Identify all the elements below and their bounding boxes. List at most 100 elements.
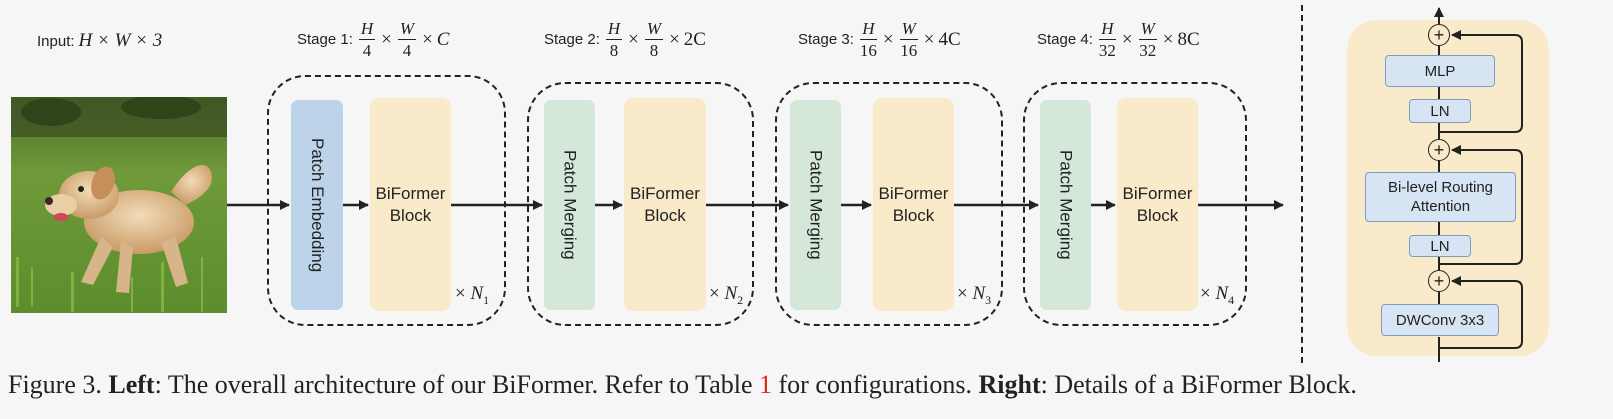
times-symbol: × (923, 28, 935, 50)
frac-numerator: W (397, 19, 417, 40)
frac-numerator: W (899, 19, 918, 40)
times-symbol: × (669, 28, 680, 50)
biformer-block-label-line2: Block (389, 205, 432, 225)
mlp-label: MLP (1424, 62, 1456, 80)
stage-1-label-text: Stage 1: (297, 31, 353, 48)
mlp-box: MLP (1385, 55, 1495, 87)
caption-right-text: : Details of a BiFormer Block. (1040, 370, 1357, 399)
caption-right-bold: Right (978, 370, 1041, 399)
plus-symbol: + (1433, 25, 1445, 45)
repeat-var: N (470, 283, 484, 304)
biformer-block-label-line1: BiFormer (878, 183, 949, 203)
times-symbol: × (1200, 283, 1211, 304)
caption-left-bold: Left (108, 370, 155, 399)
frac-numerator: H (860, 19, 877, 40)
patch-merging-block-stage-3: Patch Merging (790, 100, 841, 310)
biformer-block-label-line1: BiFormer (1122, 183, 1193, 203)
frac-denominator: 32 (1139, 41, 1157, 60)
times-symbol: × (381, 28, 392, 50)
biformer-block-label-line2: Block (892, 205, 935, 225)
repeat-sub: 4 (1228, 292, 1235, 307)
add-icon-top: + (1428, 24, 1450, 46)
repeat-var: N (724, 283, 738, 304)
patch-merging-label: Patch Merging (806, 150, 826, 260)
stage-3-channels: 4C (938, 28, 961, 50)
times-symbol: × (957, 283, 968, 304)
stage-1-channels: C (436, 28, 450, 50)
patch-merging-label: Patch Merging (1056, 150, 1076, 260)
repeat-var: N (1215, 283, 1229, 304)
caption-table-ref[interactable]: 1 (759, 370, 772, 399)
stage-2-label-text: Stage 2: (544, 31, 600, 48)
patch-merging-block-stage-2: Patch Merging (544, 100, 595, 310)
bra-label-line2: Attention (1410, 198, 1471, 215)
patch-merging-label: Patch Merging (560, 150, 580, 260)
frac-numerator: W (1138, 19, 1157, 40)
dwconv-box: DWConv 3x3 (1381, 304, 1499, 336)
times-symbol: × (882, 28, 894, 50)
stage-2-channels: 2C (683, 28, 706, 50)
dog-photo-illustration (11, 97, 227, 313)
frac-denominator: 8 (649, 41, 659, 60)
times-symbol: × (1121, 28, 1133, 50)
ln-top-label: LN (1430, 102, 1450, 120)
frac-numerator: W (644, 19, 664, 40)
biformer-block-label-line2: Block (1136, 205, 1179, 225)
caption-mid-text: for configurations. (772, 370, 979, 399)
ln-top-box: LN (1409, 99, 1471, 123)
plus-symbol: + (1433, 140, 1445, 160)
frac-denominator: 4 (402, 41, 412, 60)
frac-numerator: H (1099, 19, 1116, 40)
bra-label-line1: Bi-level Routing (1387, 179, 1494, 196)
dwconv-label: DWConv 3x3 (1395, 311, 1485, 329)
input-label: Input: H × W × 3 (37, 30, 162, 52)
separator-line (1301, 5, 1303, 363)
repeat-sub: 1 (483, 292, 490, 307)
add-icon-middle: + (1428, 139, 1450, 161)
stage-4-label-text: Stage 4: (1037, 31, 1093, 48)
times-symbol: × (628, 28, 639, 50)
plus-symbol: + (1433, 271, 1445, 291)
stage-4-repeat: × N4 (1200, 283, 1234, 308)
frac-numerator: H (605, 19, 623, 40)
frac-denominator: 32 (1098, 41, 1116, 60)
frac-denominator: 16 (859, 41, 877, 60)
ln-bottom-box: LN (1409, 235, 1471, 257)
repeat-sub: 3 (985, 292, 992, 307)
biformer-block-label-line1: BiFormer (375, 183, 446, 203)
stage-4-channels: 8C (1177, 28, 1200, 50)
input-image (11, 97, 227, 313)
patch-merging-block-stage-4: Patch Merging (1040, 100, 1091, 310)
frac-denominator: 16 (900, 41, 918, 60)
stage-2-repeat: × N2 (709, 283, 743, 308)
frac-denominator: 8 (609, 41, 619, 60)
caption-left-text: : The overall architecture of our BiForm… (154, 370, 759, 399)
add-icon-bottom: + (1428, 270, 1450, 292)
figure-caption: Figure 3. Left: The overall architecture… (8, 370, 1357, 400)
times-symbol: × (709, 283, 720, 304)
frac-numerator: H (358, 19, 376, 40)
repeat-sub: 2 (737, 292, 744, 307)
caption-prefix: Figure 3. (8, 370, 109, 399)
ln-bottom-label: LN (1430, 237, 1450, 255)
patch-embedding-label: Patch Embedding (308, 137, 327, 273)
times-symbol: × (455, 283, 466, 304)
input-dimensions: H × W × 3 (78, 30, 163, 51)
input-label-text: Input: (37, 32, 75, 50)
biformer-block-label-line2: Block (644, 205, 686, 225)
stage-3-repeat: × N3 (957, 283, 991, 308)
stage-3-label-text: Stage 3: (798, 31, 854, 48)
